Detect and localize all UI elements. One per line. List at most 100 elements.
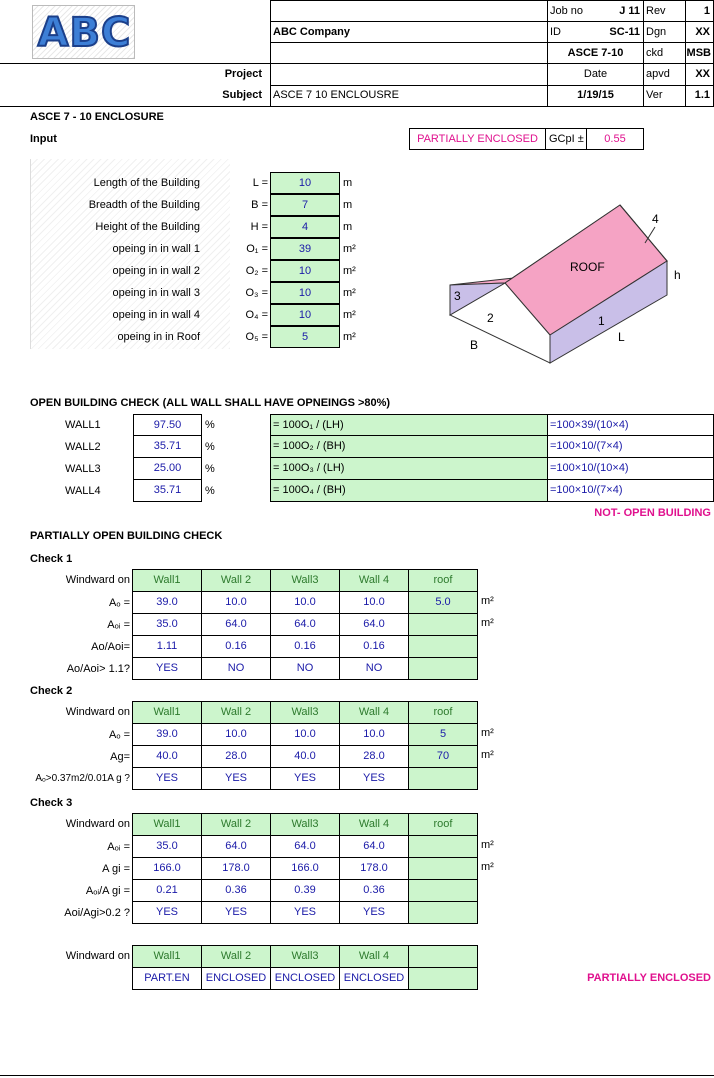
check3-cell bbox=[408, 879, 478, 902]
check1-cell: 5.0 bbox=[408, 591, 478, 614]
check1-cell bbox=[408, 657, 478, 680]
check3-cell: 0.36 bbox=[201, 879, 271, 902]
apvd-value: XX bbox=[695, 68, 710, 80]
check2-cell: 39.0 bbox=[132, 723, 202, 746]
final-result: PARTIALLY ENCLOSED bbox=[587, 972, 711, 984]
input-label-o4: opeing in in wall 4 bbox=[112, 309, 200, 321]
check2-cell: YES bbox=[201, 767, 271, 790]
open-wall-value: 35.71 bbox=[133, 435, 202, 458]
check1-header-wall1: Wall1 bbox=[132, 569, 202, 592]
input-sym-height: H = bbox=[250, 221, 268, 233]
open-wall-label: WALL1 bbox=[65, 419, 101, 431]
final-cell: PART.EN bbox=[132, 967, 202, 990]
input-height[interactable]: 4 bbox=[270, 216, 340, 238]
check3-cell: 166.0 bbox=[270, 857, 340, 880]
check3-cell bbox=[408, 835, 478, 858]
check1-row-label: Aₒ = bbox=[109, 597, 130, 609]
unit-o4: m² bbox=[343, 309, 356, 321]
final-cell: ENCLOSED bbox=[339, 967, 409, 990]
input-length[interactable]: 10 bbox=[270, 172, 340, 194]
ver-value: 1.1 bbox=[694, 89, 710, 101]
check2-cell: 5 bbox=[408, 723, 478, 746]
check2-header-roof: roof bbox=[408, 701, 478, 724]
check3-row-label: Aₒᵢ/A gi = bbox=[85, 885, 130, 897]
input-o1[interactable]: 39 bbox=[270, 238, 340, 260]
check2-header-wall1: Wall1 bbox=[132, 701, 202, 724]
check3-cell: 178.0 bbox=[339, 857, 409, 880]
check2-unit: m² bbox=[481, 727, 494, 739]
check1-cell: 10.0 bbox=[201, 591, 271, 614]
check3-header-wall2: Wall 2 bbox=[201, 813, 271, 836]
unit-breadth: m bbox=[343, 199, 353, 211]
check1-header-wall4: Wall 4 bbox=[339, 569, 409, 592]
check1-cell: 64.0 bbox=[201, 613, 271, 636]
check1-cell: 39.0 bbox=[132, 591, 202, 614]
final-cell: ENCLOSED bbox=[270, 967, 340, 990]
company-name: ABC Company bbox=[273, 26, 351, 38]
check3-header-wall4: Wall 4 bbox=[339, 813, 409, 836]
diagram-roof: ROOF bbox=[570, 260, 605, 274]
final-windward-label: Windward on bbox=[65, 950, 130, 962]
open-wall-calc: =100×10/(10×4) bbox=[547, 457, 714, 480]
input-o4[interactable]: 10 bbox=[270, 304, 340, 326]
check3-windward-label: Windward on bbox=[65, 818, 130, 830]
check3-row-label: Aₒᵢ = bbox=[107, 841, 130, 853]
open-wall-pct: % bbox=[205, 485, 215, 497]
check3-cell: YES bbox=[270, 901, 340, 924]
unit-length: m bbox=[343, 177, 353, 189]
final-header-wall3: Wall3 bbox=[270, 945, 340, 968]
input-label-length: Length of the Building bbox=[93, 177, 200, 189]
check2-label: Check 2 bbox=[30, 685, 73, 697]
diagram-h: h bbox=[674, 268, 681, 282]
subject-value: ASCE 7 10 ENCLOUSRE bbox=[273, 89, 399, 101]
input-o3[interactable]: 10 bbox=[270, 282, 340, 304]
open-check-result: NOT- OPEN BUILDING bbox=[594, 507, 711, 519]
check2-row-label: Ag= bbox=[110, 751, 130, 763]
input-breadth[interactable]: 7 bbox=[270, 194, 340, 216]
check1-row-label: Ao/Aoi= bbox=[91, 641, 130, 653]
check3-cell: 166.0 bbox=[132, 857, 202, 880]
check2-windward-label: Windward on bbox=[65, 706, 130, 718]
logo-text: ABC bbox=[37, 9, 132, 57]
input-label-o5: opeing in in Roof bbox=[117, 331, 200, 343]
check3-cell: 0.21 bbox=[132, 879, 202, 902]
ckd-label: ckd bbox=[646, 47, 664, 59]
check3-cell bbox=[408, 857, 478, 880]
check3-cell: YES bbox=[201, 901, 271, 924]
input-label-breadth: Breadth of the Building bbox=[88, 199, 200, 211]
project-label: Project bbox=[224, 68, 262, 80]
apvd-label: apvd bbox=[646, 68, 670, 80]
id-value: SC-11 bbox=[609, 26, 640, 38]
unit-o1: m² bbox=[343, 243, 356, 255]
check2-cell: 10.0 bbox=[339, 723, 409, 746]
check2-cell: 10.0 bbox=[270, 723, 340, 746]
input-sym-o2: O₂ = bbox=[245, 265, 268, 277]
gcpi-label: GCpI ± bbox=[545, 128, 587, 150]
open-wall-pct: % bbox=[205, 419, 215, 431]
gcpi-value: 0.55 bbox=[586, 128, 644, 150]
unit-height: m bbox=[343, 221, 353, 233]
check1-header-wall3: Wall3 bbox=[270, 569, 340, 592]
check1-cell: NO bbox=[270, 657, 340, 680]
input-o2[interactable]: 10 bbox=[270, 260, 340, 282]
check1-cell: 0.16 bbox=[270, 635, 340, 658]
input-label-o3: opeing in in wall 3 bbox=[112, 287, 200, 299]
footer-rule bbox=[0, 1075, 714, 1076]
open-wall-value: 25.00 bbox=[133, 457, 202, 480]
open-wall-formula: = 100O₂ / (BH) bbox=[270, 435, 548, 458]
check2-cell: YES bbox=[132, 767, 202, 790]
input-bracket bbox=[30, 159, 230, 349]
check3-cell bbox=[408, 901, 478, 924]
check3-row-label: A gi = bbox=[102, 863, 130, 875]
input-o5[interactable]: 5 bbox=[270, 326, 340, 348]
unit-o2: m² bbox=[343, 265, 356, 277]
check1-cell: NO bbox=[201, 657, 271, 680]
rev-label: Rev bbox=[646, 5, 666, 17]
diagram-2: 2 bbox=[487, 311, 494, 325]
check1-windward-label: Windward on bbox=[65, 574, 130, 586]
check1-cell: 64.0 bbox=[339, 613, 409, 636]
open-wall-calc: =100×10/(7×4) bbox=[547, 479, 714, 502]
check2-header-wall3: Wall3 bbox=[270, 701, 340, 724]
check1-cell bbox=[408, 635, 478, 658]
check1-row-label: Ao/Aoi> 1.1? bbox=[66, 663, 130, 675]
